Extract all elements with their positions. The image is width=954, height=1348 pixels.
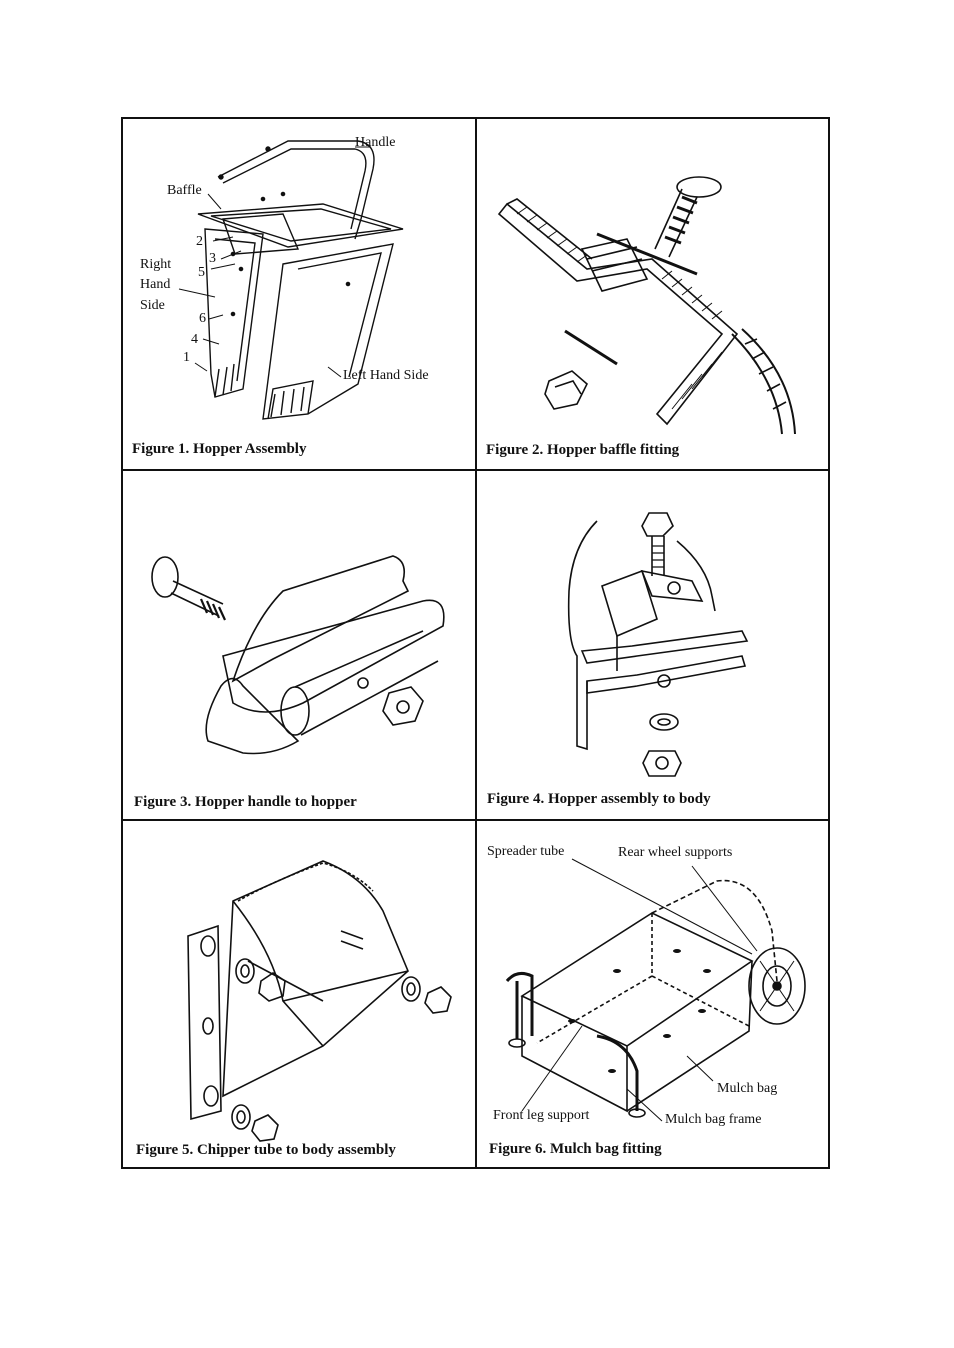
figure-1-caption: Figure 1. Hopper Assembly	[132, 441, 307, 457]
label-right-hand-side-line2: Hand	[140, 277, 171, 292]
label-part-2: 2	[196, 234, 203, 249]
label-spreader-tube: Spreader tube	[487, 844, 565, 859]
figure-4-caption: Figure 4. Hopper assembly to body	[487, 791, 711, 807]
figure-6-caption: Figure 6. Mulch bag fitting	[489, 1141, 662, 1157]
mulch-bag-drawing	[505, 858, 806, 1122]
label-part-6: 6	[199, 311, 206, 326]
label-part-3: 3	[209, 251, 216, 266]
label-left-hand-side: Left Hand Side	[343, 368, 429, 383]
figure-3-caption: Figure 3. Hopper handle to hopper	[134, 794, 357, 810]
label-mulch-bag-frame: Mulch bag frame	[665, 1112, 762, 1127]
grid-divider-vertical	[475, 117, 477, 1169]
figure-1-panel: Handle Baffle 2 3 Right 5 Hand Side 6 4 …	[123, 119, 475, 469]
figure-5-panel: Figure 5. Chipper tube to body assembly	[123, 821, 475, 1167]
handle-to-hopper-drawing	[151, 555, 445, 755]
label-handle: Handle	[355, 135, 396, 150]
label-rear-wheel-supports: Rear wheel supports	[618, 845, 733, 860]
figure-2-caption: Figure 2. Hopper baffle fitting	[486, 442, 680, 458]
baffle-fitting-drawing	[497, 176, 796, 435]
label-part-4: 4	[191, 332, 198, 347]
figure-4-panel: Figure 4. Hopper assembly to body	[477, 471, 828, 819]
grid-divider-row1	[121, 469, 830, 471]
figure-3-panel: Figure 3. Hopper handle to hopper	[123, 471, 475, 819]
label-part-5: 5	[198, 265, 205, 280]
label-mulch-bag: Mulch bag	[717, 1081, 778, 1096]
chipper-tube-drawing	[187, 860, 452, 1142]
grid-divider-row2	[121, 819, 830, 821]
hopper-assembly-drawing	[178, 140, 404, 420]
label-right-hand-side-line3: Side	[140, 298, 165, 313]
figure-2-panel: Figure 2. Hopper baffle fitting	[477, 119, 828, 469]
label-right-hand-side-line1: Right	[140, 257, 172, 272]
figure-6-panel: Spreader tube Rear wheel supports Mulch …	[477, 821, 828, 1167]
label-front-leg-support: Front leg support	[493, 1108, 590, 1123]
label-part-1: 1	[183, 350, 190, 365]
label-baffle: Baffle	[167, 183, 202, 198]
figure-5-caption: Figure 5. Chipper tube to body assembly	[136, 1142, 396, 1158]
assembly-to-body-drawing	[567, 512, 749, 777]
